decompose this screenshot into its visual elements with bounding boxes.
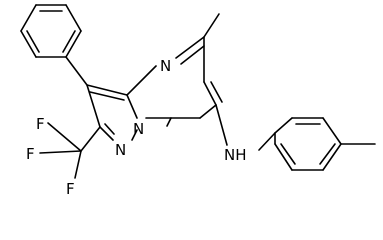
atom-n-pyrimidine: N bbox=[160, 57, 171, 75]
trifluoromethyl-group bbox=[39, 122, 101, 179]
nh-tolyl-bond bbox=[258, 132, 276, 151]
phenyl-c3-bond bbox=[65, 56, 88, 86]
pyrazole-ring bbox=[86, 84, 138, 141]
pyrimidine-ring bbox=[126, 36, 223, 127]
phenyl-ring bbox=[20, 4, 82, 58]
atom-amine: NH bbox=[224, 146, 247, 164]
atom-fluorine-2: F bbox=[26, 145, 35, 163]
tolyl-ring bbox=[274, 117, 342, 171]
atom-fluorine-1: F bbox=[36, 115, 45, 133]
pyrimidine-methyl-bond bbox=[203, 13, 220, 38]
atom-n-pyrazole: N bbox=[115, 141, 126, 159]
atom-fluorine-3: F bbox=[66, 180, 75, 198]
atom-n-bridge: N bbox=[133, 120, 144, 138]
molecule-structure: N N N NH F F F bbox=[20, 4, 376, 198]
c7-nh-bond bbox=[215, 104, 228, 146]
molecule-canvas: N N N NH F F F bbox=[20, 4, 376, 198]
